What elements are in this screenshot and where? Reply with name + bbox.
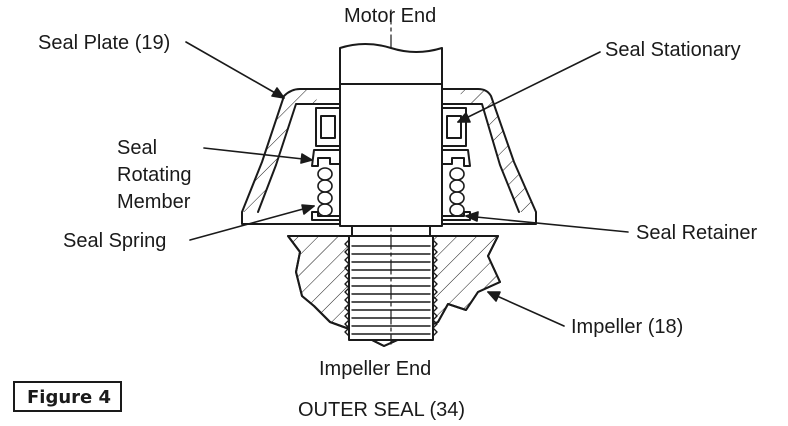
seal-spring-left [317, 167, 333, 217]
seal-rotating-left [311, 149, 341, 167]
leader-seal-stationary [457, 51, 601, 123]
bore-threads [344, 239, 438, 337]
label-seal-rotating-line1: Seal [117, 137, 158, 159]
leader-impeller [487, 291, 565, 327]
arrow-seal-spring [301, 204, 315, 215]
label-seal-stationary: Seal Stationary [605, 39, 741, 61]
seal-retainer-right [441, 211, 471, 221]
leader-lines [185, 41, 629, 327]
label-motor-end: Motor End [344, 5, 437, 27]
motor-shaft [339, 43, 443, 85]
figure-label: Figure 4 [27, 387, 112, 408]
label-seal-retainer: Seal Retainer [636, 222, 758, 244]
seal-stationary-left-inner [320, 115, 336, 139]
seal-retainer-left [311, 211, 341, 221]
label-impeller-end: Impeller End [319, 358, 432, 380]
leader-seal-retainer [465, 215, 629, 233]
leader-seal-plate [185, 41, 285, 99]
arrow-seal-stationary [457, 112, 471, 123]
leader-seal-rotating [203, 147, 313, 161]
label-seal-rotating-line3: Member [117, 191, 191, 213]
arrow-seal-plate [271, 87, 285, 99]
arrow-impeller [487, 291, 501, 302]
leader-seal-spring [189, 205, 315, 241]
arrow-seal-retainer [465, 211, 479, 222]
label-seal-rotating-line2: Rotating [117, 164, 192, 186]
label-seal-plate: Seal Plate (19) [38, 32, 171, 54]
arrow-seal-rotating [300, 153, 313, 164]
seal-plate-hatch-left [242, 89, 318, 212]
seal-stationary-right-inner [446, 115, 462, 139]
label-seal-spring: Seal Spring [63, 230, 167, 252]
shaft-lower [339, 83, 443, 227]
seal-stationary-right [441, 107, 467, 147]
label-impeller: Impeller (18) [571, 316, 684, 338]
seal-stationary-left [315, 107, 341, 147]
caption: OUTER SEAL (34) [298, 399, 466, 421]
figure-label-box: Figure 4 [13, 381, 122, 412]
seal-plate-hatch-right [460, 89, 536, 212]
seal-rotating-right [441, 149, 471, 167]
